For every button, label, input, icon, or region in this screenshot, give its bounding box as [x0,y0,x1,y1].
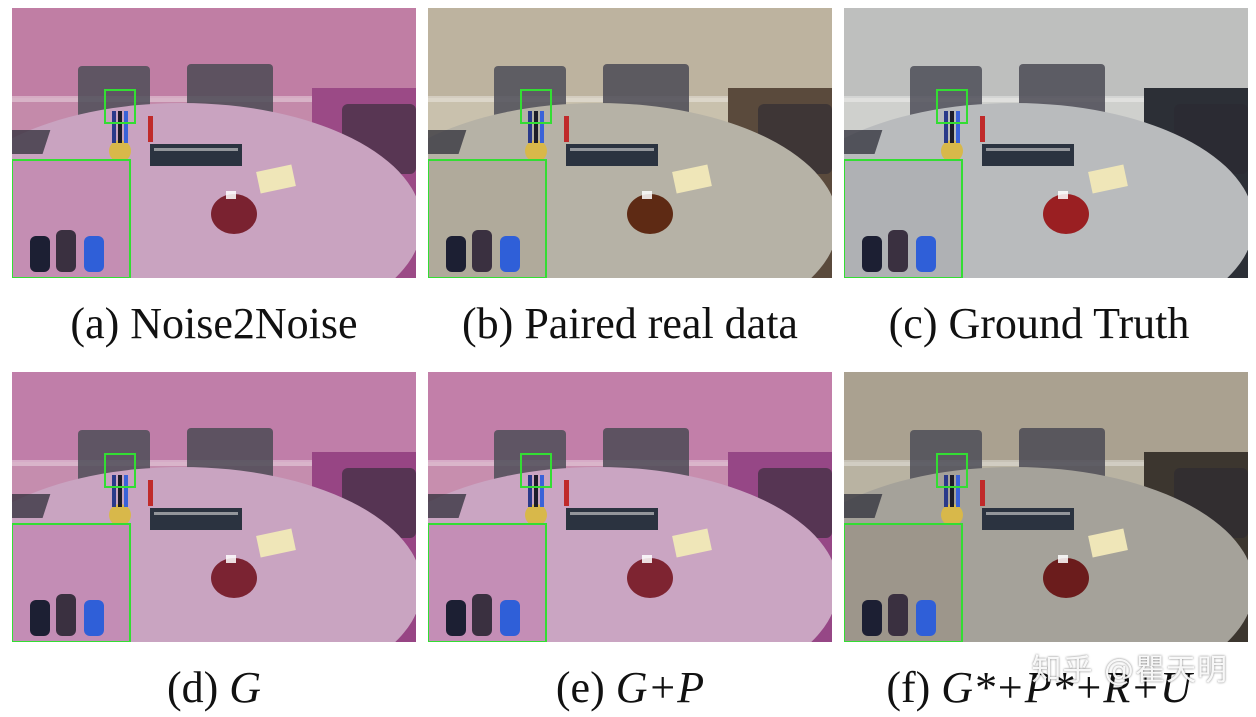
caption-b: (b) Paired real data [462,299,798,348]
panel-c-image [844,8,1248,278]
caption-c: (c) Ground Truth [888,299,1190,348]
caption-e: (e) G+P [421,662,839,713]
caption-f-math: G*+P*+R+U [941,663,1192,712]
caption-d-prefix: (d) [166,663,230,712]
panel-b-image [428,8,832,278]
caption-f: (f) G*+P*+R+U [830,662,1248,713]
panel-a-image [12,8,416,278]
panel-e-image [428,372,832,642]
caption-a: (a) Noise2Noise [70,299,358,348]
caption-d: (d) G [5,662,423,713]
watermark: 知乎 @瞿天明 [1031,653,1228,688]
caption-e-prefix: (e) [555,663,616,712]
panel-d-image [12,372,416,642]
caption-e-math: G+P [615,663,705,712]
caption-f-prefix: (f) [886,663,942,712]
caption-d-math: G [229,663,262,712]
panel-f-image [844,372,1248,642]
